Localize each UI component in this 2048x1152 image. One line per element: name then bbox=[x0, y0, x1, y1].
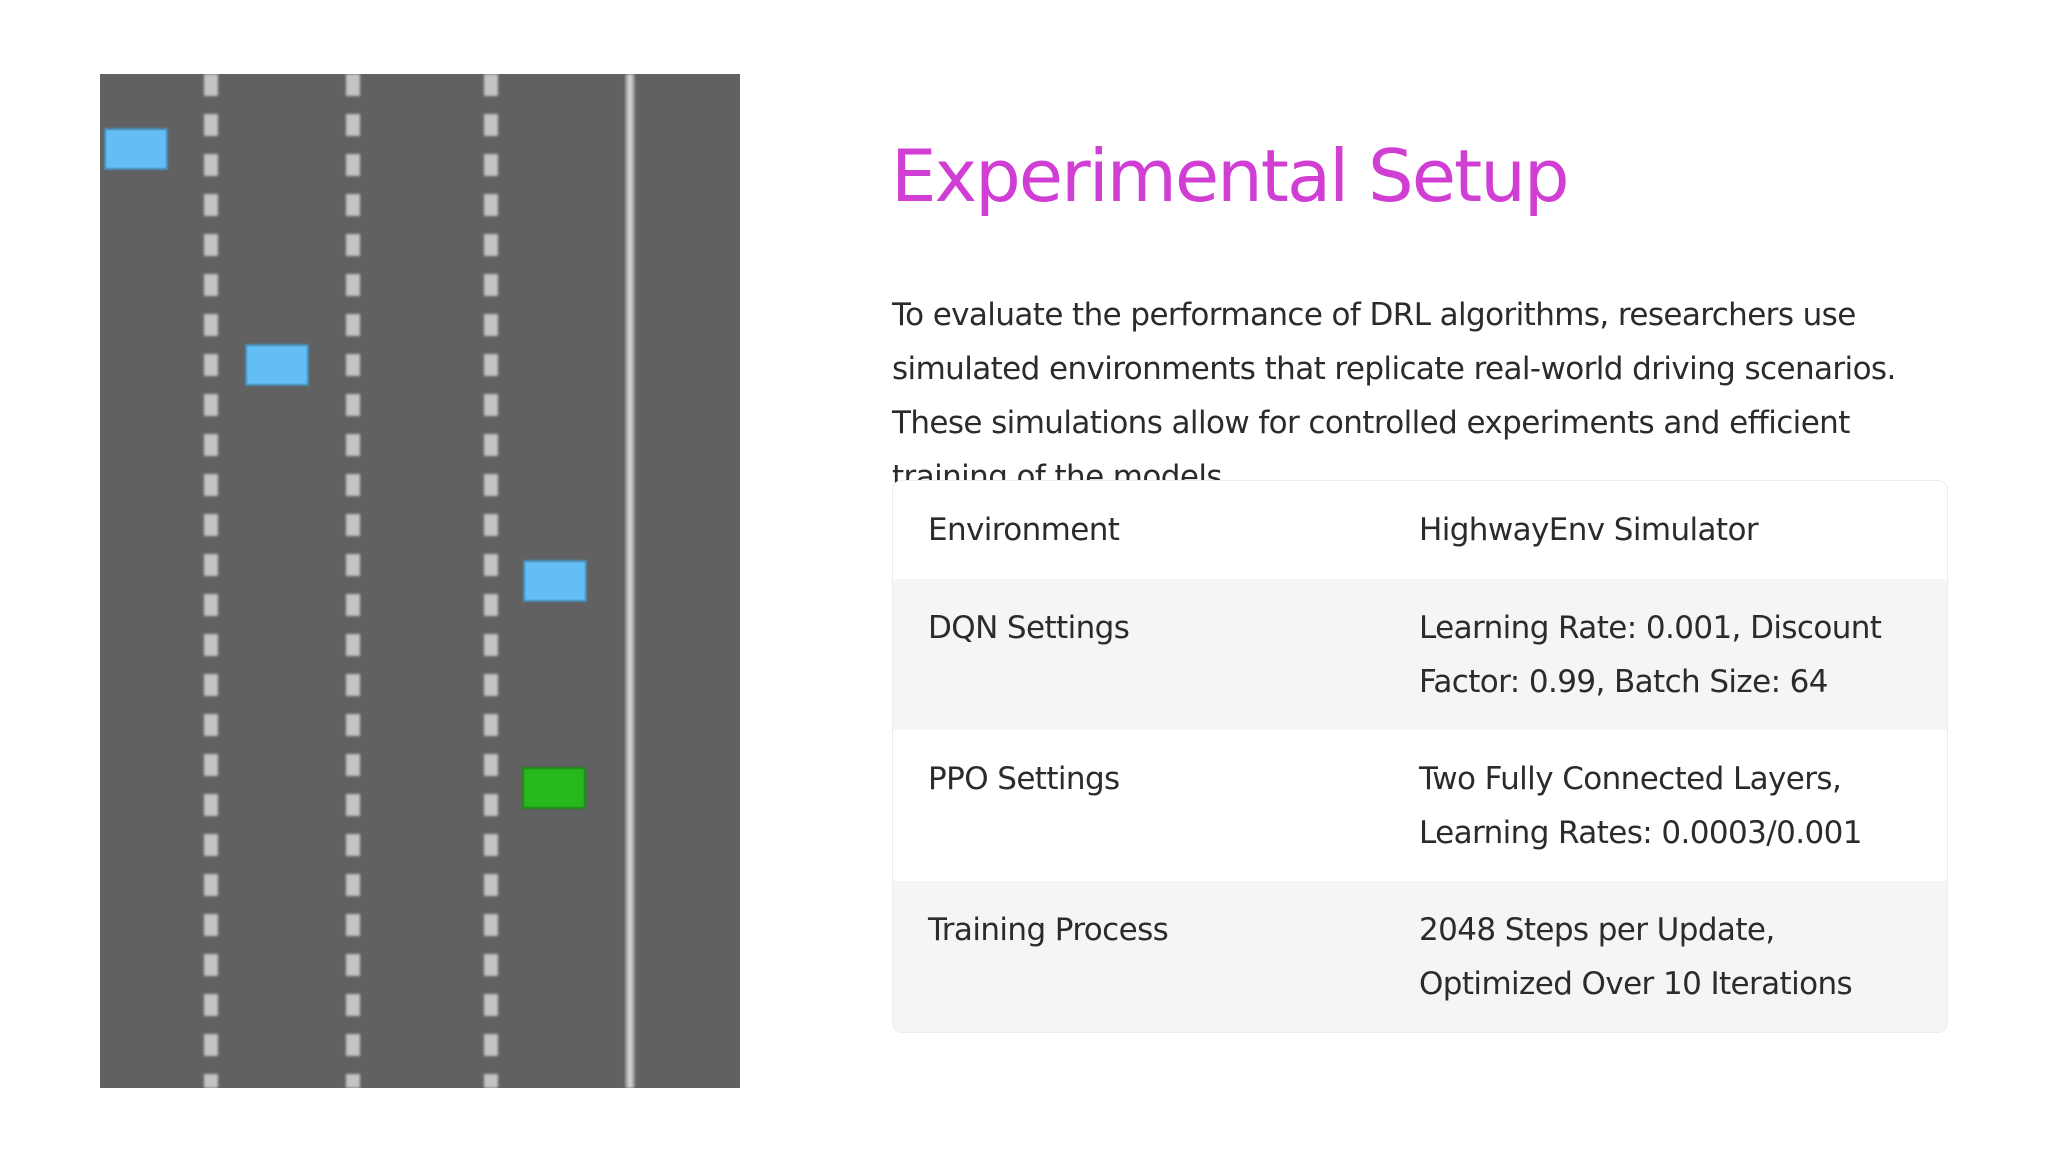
table-key: Training Process bbox=[928, 912, 1169, 948]
other-vehicle bbox=[245, 344, 309, 386]
table-key: DQN Settings bbox=[928, 610, 1130, 646]
table-value: 2048 Steps per Update, Optimized Over 10… bbox=[1419, 912, 1853, 1002]
table-row: Environment HighwayEnv Simulator bbox=[893, 481, 1947, 579]
table-row: DQN Settings Learning Rate: 0.001, Disco… bbox=[893, 579, 1947, 730]
ego-vehicle bbox=[522, 767, 586, 809]
other-vehicle bbox=[104, 128, 168, 170]
table-value: Two Fully Connected Layers, Learning Rat… bbox=[1419, 761, 1862, 851]
other-vehicle bbox=[523, 560, 587, 602]
lane-marking bbox=[484, 74, 498, 1088]
table-row: PPO Settings Two Fully Connected Layers,… bbox=[893, 730, 1947, 881]
settings-table: Environment HighwayEnv Simulator DQN Set… bbox=[892, 480, 1948, 1033]
slide-title: Experimental Setup bbox=[891, 134, 1570, 218]
highway-simulation-image bbox=[100, 74, 740, 1088]
table-key: PPO Settings bbox=[928, 761, 1120, 797]
table-key: Environment bbox=[928, 512, 1120, 548]
lane-marking bbox=[204, 74, 218, 1088]
table-value: Learning Rate: 0.001, Discount Factor: 0… bbox=[1419, 610, 1882, 700]
lane-marking bbox=[346, 74, 360, 1088]
table-row: Training Process 2048 Steps per Update, … bbox=[893, 881, 1947, 1032]
table-value: HighwayEnv Simulator bbox=[1419, 512, 1759, 548]
intro-paragraph: To evaluate the performance of DRL algor… bbox=[892, 297, 1896, 495]
road-edge-line bbox=[625, 74, 635, 1088]
